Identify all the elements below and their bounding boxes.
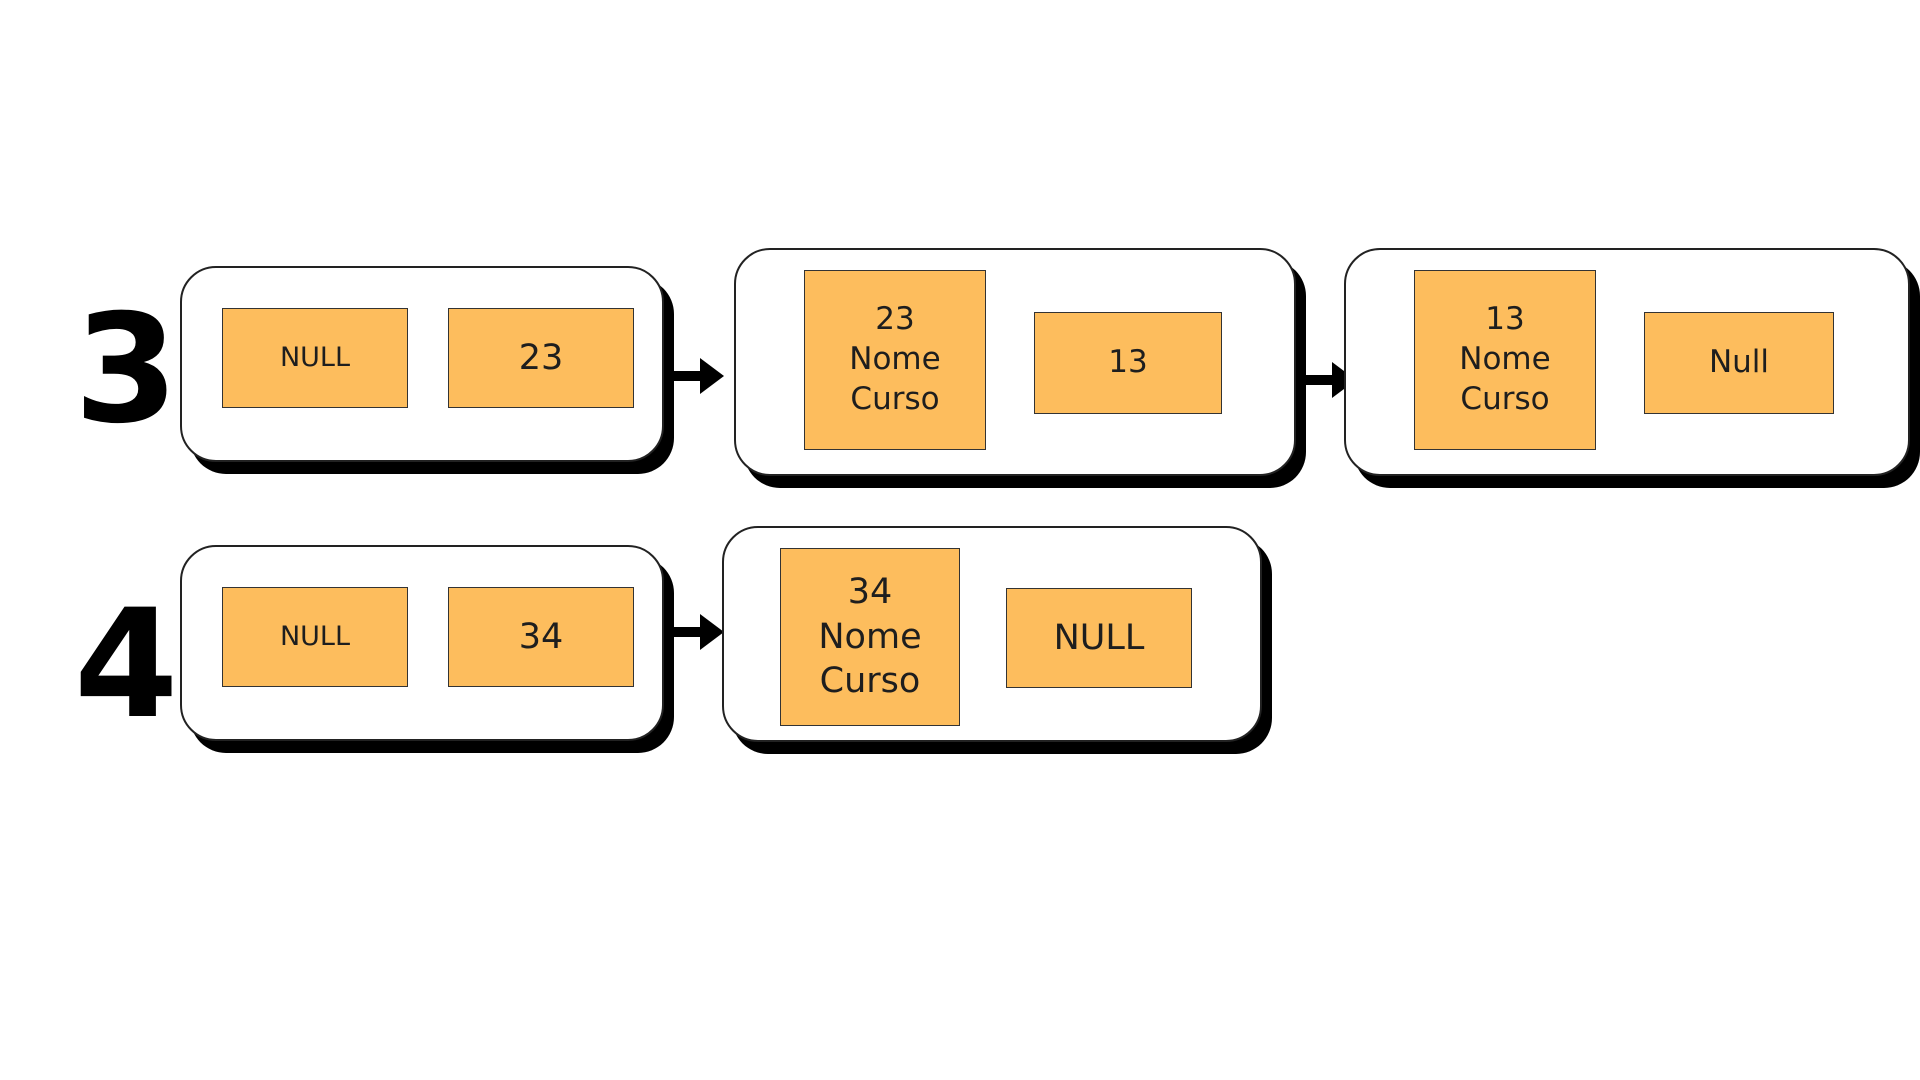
row-label-3: 3 xyxy=(74,283,179,457)
arrow-icon xyxy=(670,358,724,394)
node-field-next: NULL xyxy=(1006,588,1192,688)
node-field-prev: NULL xyxy=(222,308,408,408)
node-field-next: Null xyxy=(1644,312,1834,414)
node-field-data: 23 Nome Curso xyxy=(804,270,986,450)
node-field-value: 23 xyxy=(448,308,634,408)
node-field-data: 13 Nome Curso xyxy=(1414,270,1596,450)
list-node: NULL 34 xyxy=(180,545,664,741)
list-node: 13 Nome Curso Null xyxy=(1344,248,1910,476)
node-field-data: 34 Nome Curso xyxy=(780,548,960,726)
list-node: 23 Nome Curso 13 xyxy=(734,248,1296,476)
node-field-value: 34 xyxy=(448,587,634,687)
arrow-icon xyxy=(670,614,724,650)
row-label-4: 4 xyxy=(74,578,179,752)
node-field-next: 13 xyxy=(1034,312,1222,414)
list-node: 34 Nome Curso NULL xyxy=(722,526,1262,742)
node-field-prev: NULL xyxy=(222,587,408,687)
list-node: NULL 23 xyxy=(180,266,664,462)
